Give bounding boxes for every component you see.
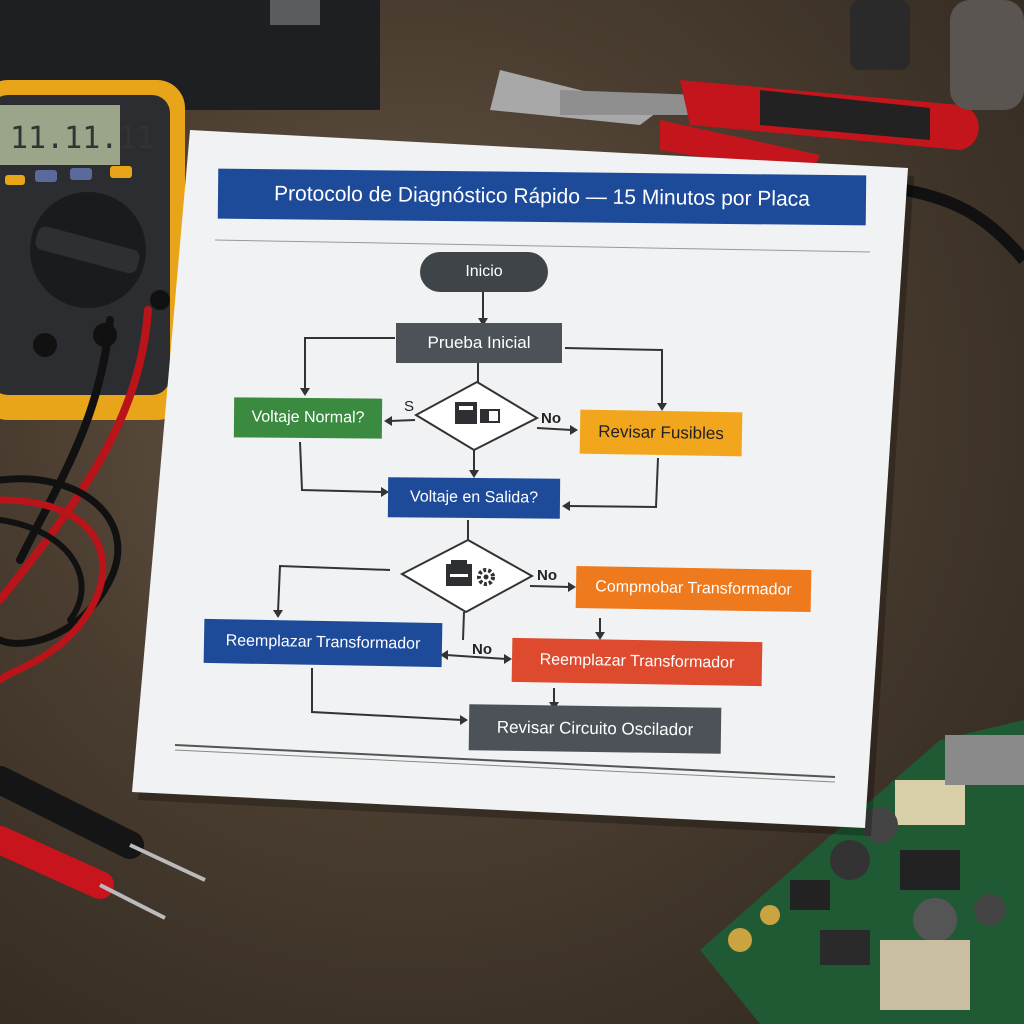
initial-test-node: Prueba Inicial — [396, 323, 562, 363]
edge-label-no: No — [537, 567, 557, 584]
flow-connectors — [277, 292, 663, 721]
check-transformer-node: Compmobar Transformador — [575, 565, 812, 613]
edge-label-no: No — [472, 641, 492, 658]
edge-label-s: S — [404, 398, 415, 415]
replace-transformer-left-node: Reemplazar Transformador — [203, 618, 443, 668]
multimeter: 11.11.11 — [0, 80, 185, 420]
output-voltage-node: Voltaje en Salida? — [387, 477, 561, 519]
gear-icon — [477, 568, 495, 586]
normal-voltage-node: Voltaje Normal? — [233, 397, 383, 439]
printer-icon — [446, 560, 472, 586]
start-node: Inicio — [420, 252, 548, 292]
replace-transformer-right-node: Reemplazar Transformador — [511, 637, 763, 687]
multimeter-digits: 11.11.11 — [10, 121, 155, 156]
check-fuses-node: Revisar Fusibles — [579, 409, 743, 457]
probes — [0, 766, 206, 920]
circuit-board — [700, 720, 1024, 1024]
edge-label-no: No — [541, 410, 561, 427]
arrowheads — [273, 318, 667, 725]
power-supply-icon — [455, 402, 477, 424]
multimeter-display — [0, 105, 120, 165]
test-leads — [0, 306, 152, 684]
power-cable — [903, 184, 1024, 264]
flowchart-title: Protocolo de Diagnóstico Rápido — 15 Min… — [217, 168, 867, 226]
battery-icon — [480, 409, 500, 423]
check-oscillator-node: Revisar Circuito Oscilador — [468, 704, 722, 754]
